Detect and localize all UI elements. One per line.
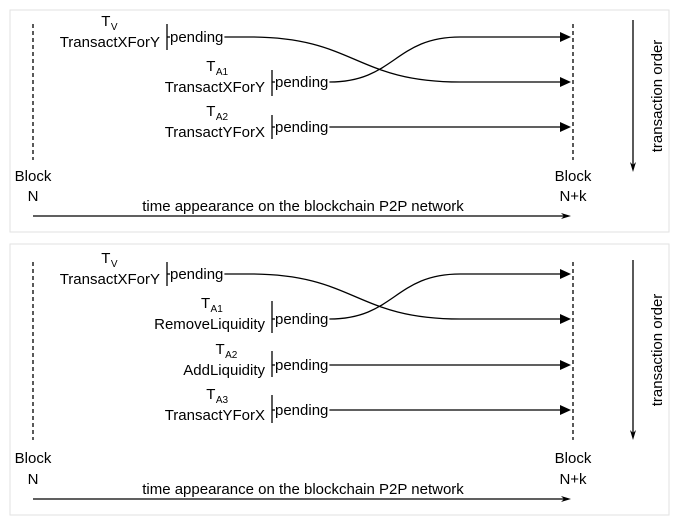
transaction-path <box>224 36 565 83</box>
transaction-name: TransactXForY <box>165 79 265 96</box>
timeline-label: time appearance on the blockchain P2P ne… <box>142 481 464 498</box>
transaction-arrow-head <box>560 405 571 415</box>
transaction-status: pending <box>170 266 223 283</box>
transaction-name: TransactYForX <box>165 124 265 141</box>
transaction-symbol: T <box>216 341 225 358</box>
transaction-subscript: V <box>111 22 118 33</box>
block-start-label: Block <box>15 450 52 467</box>
transaction-symbol: T <box>201 295 210 312</box>
transaction-name: TransactYForX <box>165 407 265 424</box>
transaction-symbol: T <box>101 250 110 267</box>
order-arrow-head <box>630 162 636 172</box>
transaction-subscript: V <box>111 259 118 270</box>
transaction-arrow-head <box>560 77 571 87</box>
transaction-status: pending <box>275 119 328 136</box>
transaction-status: pending <box>275 311 328 328</box>
transaction-path <box>224 273 565 320</box>
panel-frame <box>9 243 670 516</box>
block-start-label: N <box>28 471 39 488</box>
transaction-subscript: A1 <box>211 304 224 315</box>
transaction-name: RemoveLiquidity <box>154 316 265 333</box>
transaction-subscript: A2 <box>216 112 229 123</box>
transaction-arrow-head <box>560 269 571 279</box>
transaction-name: AddLiquidity <box>183 362 265 379</box>
transaction-arrow-head <box>560 360 571 370</box>
transaction-status: pending <box>275 357 328 374</box>
transaction-symbol: T <box>101 13 110 30</box>
transaction-subscript: A2 <box>225 350 238 361</box>
transaction-status: pending <box>275 402 328 419</box>
block-end-label: Block <box>555 450 592 467</box>
transaction-arrow-head <box>560 122 571 132</box>
order-label: transaction order <box>649 40 666 153</box>
transaction-symbol: T <box>206 103 215 120</box>
block-start-label: Block <box>15 168 52 185</box>
transaction-path <box>329 36 565 83</box>
timeline-arrow-head <box>561 496 571 502</box>
block-end-label: N+k <box>559 471 587 488</box>
transaction-arrow-head <box>560 32 571 42</box>
transaction-arrow-head <box>560 314 571 324</box>
transaction-status: pending <box>275 74 328 91</box>
transaction-path <box>329 273 565 320</box>
transaction-name: TransactXForY <box>60 34 160 51</box>
order-arrow-head <box>630 430 636 440</box>
panel-frame <box>9 9 670 233</box>
timeline-label: time appearance on the blockchain P2P ne… <box>142 198 464 215</box>
transaction-symbol: T <box>206 386 215 403</box>
transaction-name: TransactXForY <box>60 271 160 288</box>
block-end-label: N+k <box>559 188 587 205</box>
block-end-label: Block <box>555 168 592 185</box>
order-label: transaction order <box>649 294 666 407</box>
transaction-status: pending <box>170 29 223 46</box>
transaction-subscript: A1 <box>216 67 229 78</box>
transaction-symbol: T <box>206 58 215 75</box>
timeline-arrow-head <box>561 213 571 219</box>
transaction-subscript: A3 <box>216 395 229 406</box>
block-start-label: N <box>28 188 39 205</box>
